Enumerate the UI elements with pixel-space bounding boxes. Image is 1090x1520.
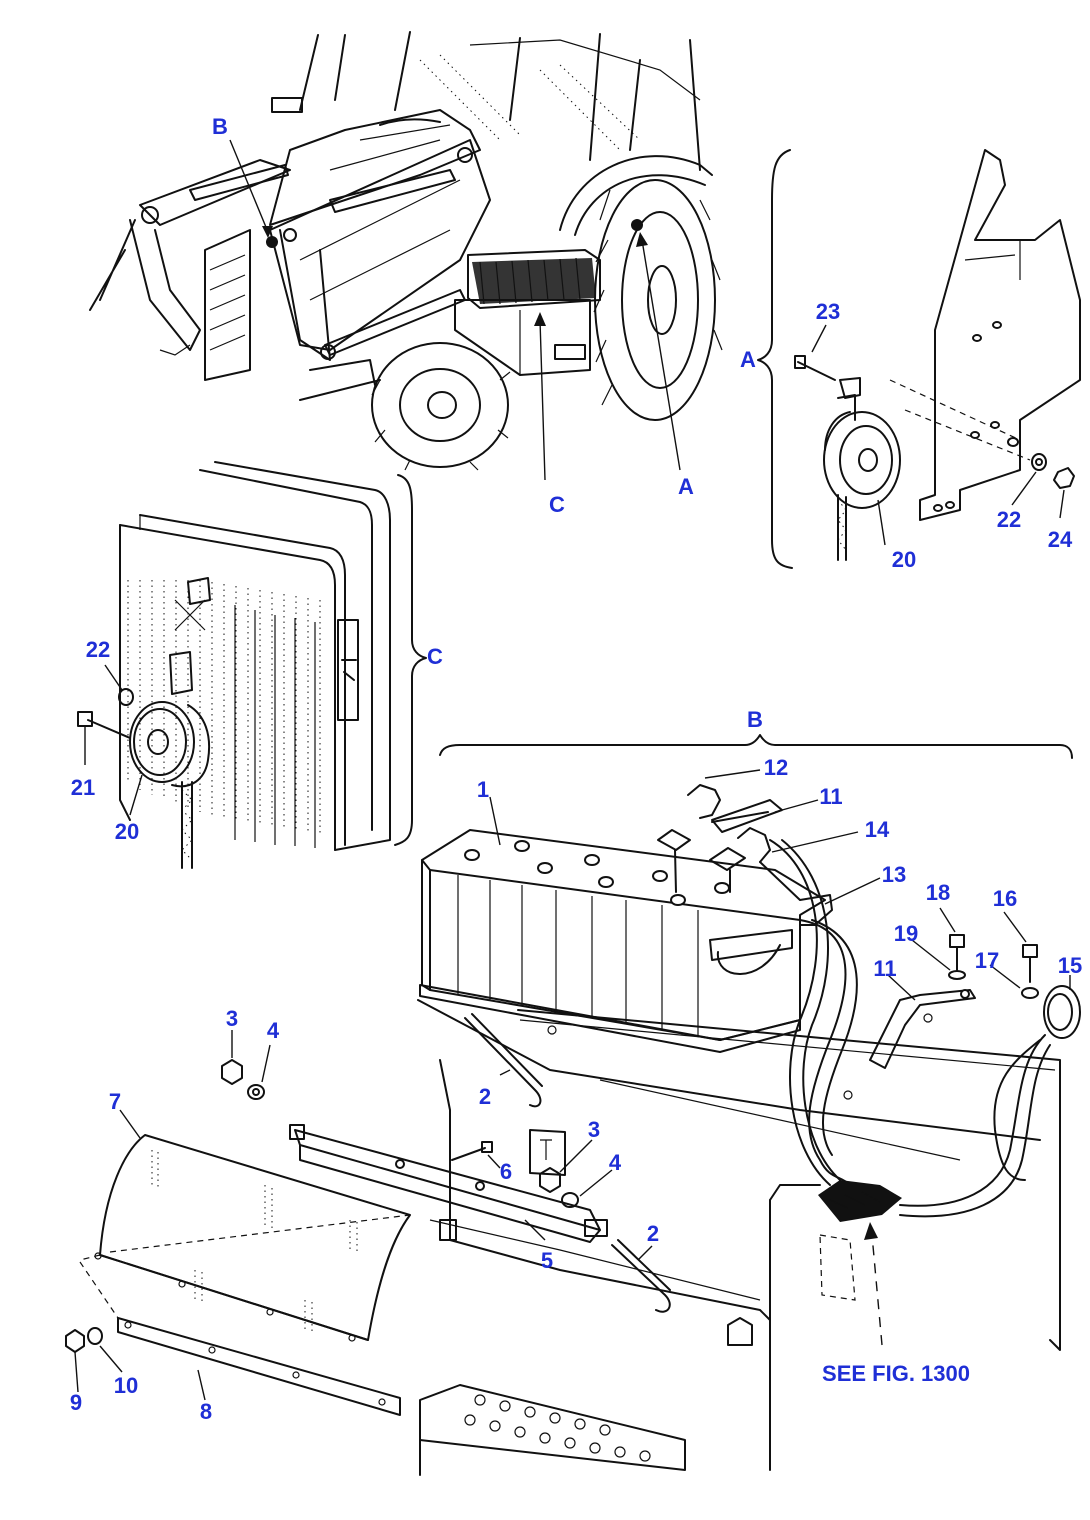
machine-overview xyxy=(89,31,723,481)
view-label-c-overview: C xyxy=(549,492,565,517)
part-15: 15 xyxy=(1057,953,1083,978)
part-12: 12 xyxy=(763,755,789,780)
part-14: 14 xyxy=(864,817,890,842)
view-label-a-overview: A xyxy=(678,474,694,499)
part-2-lower: 2 xyxy=(646,1221,660,1246)
part-8: 8 xyxy=(199,1399,213,1424)
detail-a xyxy=(757,149,1081,569)
view-label-a-detail: A xyxy=(740,347,756,372)
detail-c xyxy=(77,461,427,869)
part-24-a: 24 xyxy=(1047,527,1073,552)
part-17: 17 xyxy=(974,948,1000,973)
part-13: 13 xyxy=(881,862,907,887)
part-1: 1 xyxy=(476,777,490,802)
part-22-a: 22 xyxy=(996,507,1022,532)
part-19: 19 xyxy=(893,921,919,946)
part-21-c: 21 xyxy=(70,775,96,800)
part-6: 6 xyxy=(499,1159,513,1184)
part-20-c: 20 xyxy=(114,819,140,844)
view-label-b-detail: B xyxy=(747,707,763,732)
part-22-c: 22 xyxy=(85,637,111,662)
part-16: 16 xyxy=(992,886,1018,911)
part-4-top: 4 xyxy=(266,1018,280,1043)
part-20-a: 20 xyxy=(891,547,917,572)
part-3-top: 3 xyxy=(225,1006,239,1031)
part-5: 5 xyxy=(540,1248,554,1273)
part-4-mid: 4 xyxy=(608,1150,622,1175)
part-3-mid: 3 xyxy=(587,1117,601,1142)
part-11-lower: 11 xyxy=(873,956,897,981)
part-11-top: 11 xyxy=(819,784,843,809)
part-9: 9 xyxy=(69,1390,83,1415)
part-18: 18 xyxy=(925,880,951,905)
see-fig-reference: SEE FIG. 1300 xyxy=(822,1361,970,1386)
detail-b xyxy=(65,734,1081,1476)
view-label-c-detail: C xyxy=(427,644,443,669)
part-10: 10 xyxy=(113,1373,139,1398)
part-7: 7 xyxy=(108,1089,122,1114)
part-2-top: 2 xyxy=(478,1084,492,1109)
part-23-a: 23 xyxy=(815,299,841,324)
view-label-b-overview: B xyxy=(212,114,228,139)
